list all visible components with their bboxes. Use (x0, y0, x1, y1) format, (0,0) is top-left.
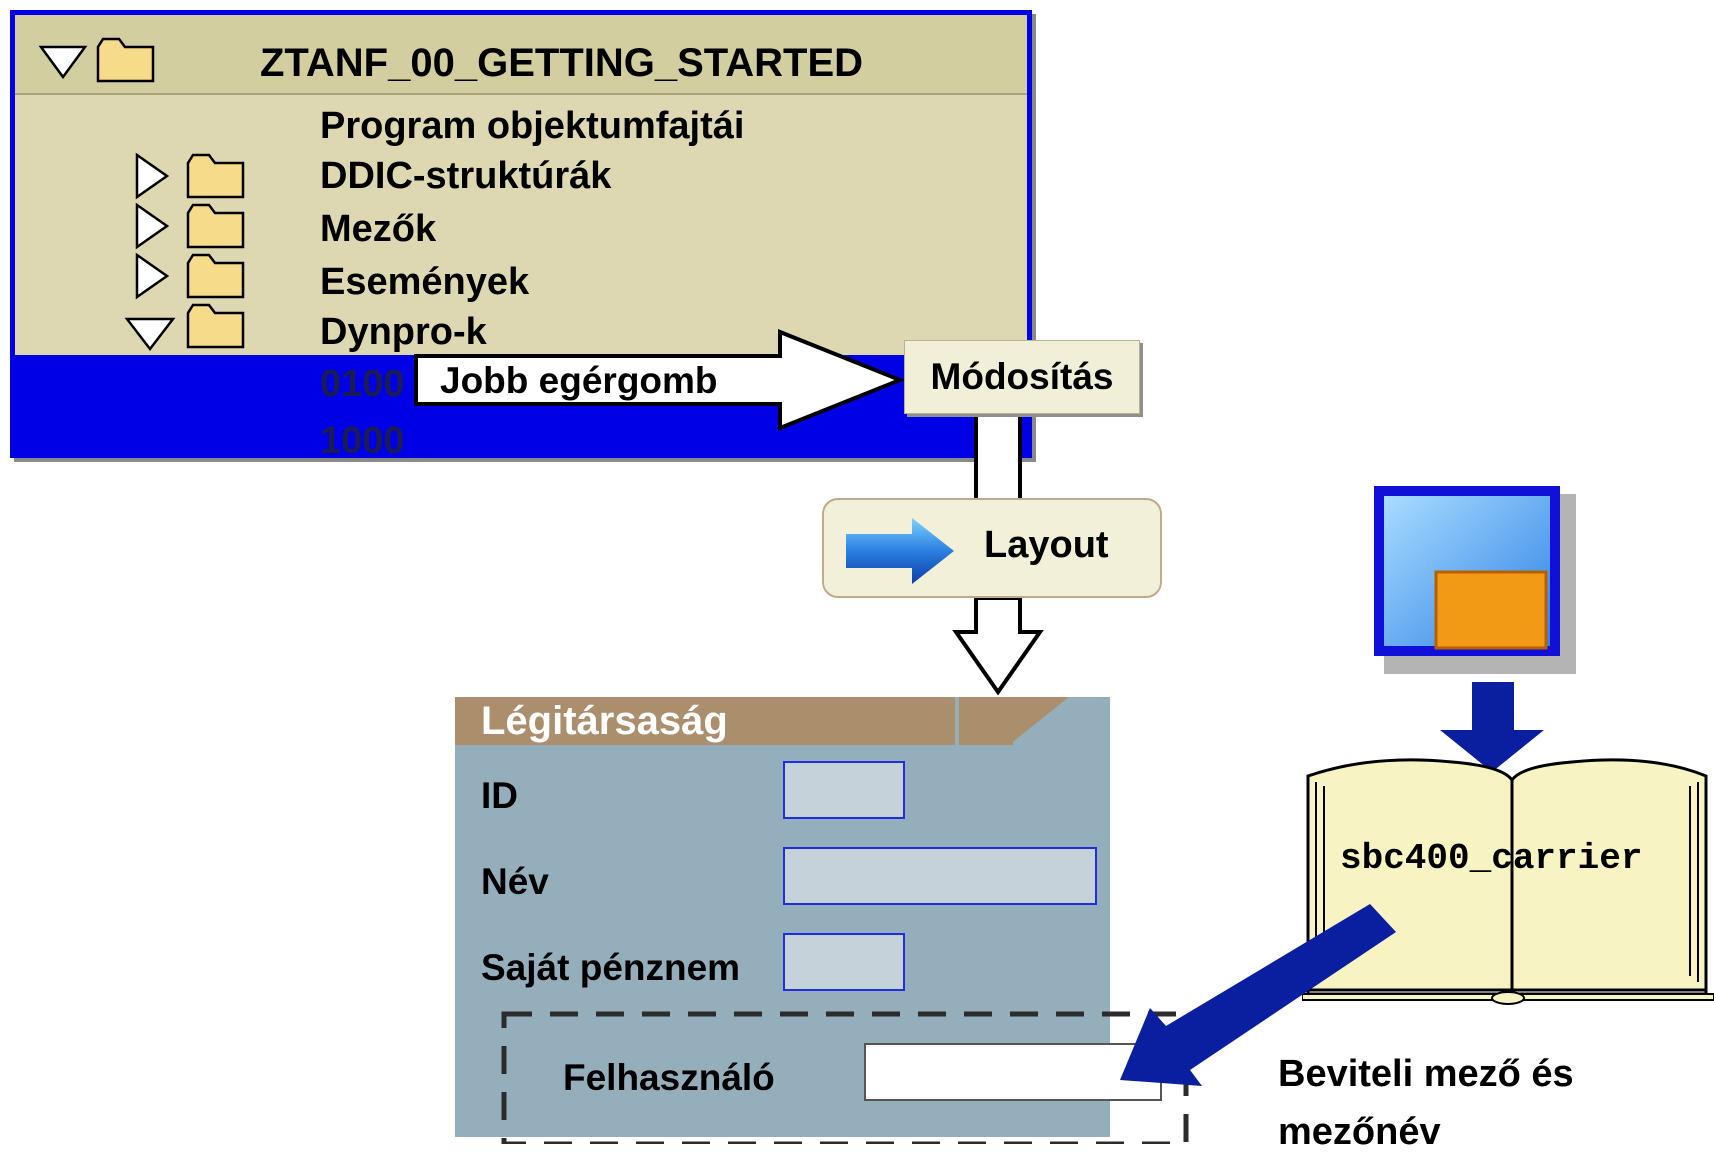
change-menu-item[interactable]: Módosítás (904, 340, 1140, 414)
expand-arrow-icon[interactable] (133, 201, 173, 251)
tree-header: ZTANF_00_GETTING_STARTED (15, 15, 1027, 95)
name-input[interactable] (783, 847, 1097, 905)
expand-arrow-icon[interactable] (37, 43, 89, 83)
dictionary-structure-name: sbc400_carrier (1340, 838, 1643, 879)
title-bar-corner (1009, 697, 1069, 745)
field-label-id: ID (481, 775, 518, 816)
currency-input[interactable] (783, 933, 905, 991)
tree-item-ddic-structures[interactable]: DDIC-struktúrák (320, 155, 612, 197)
folder-icon (186, 203, 245, 249)
new-input-field[interactable] (864, 1043, 1162, 1101)
folder-icon (186, 253, 245, 299)
down-arrow-to-book-icon (1440, 682, 1544, 772)
layout-button-label: Layout (984, 524, 1109, 566)
folder-icon (96, 37, 155, 83)
change-menu-item-label: Módosítás (930, 356, 1114, 397)
right-click-hint: Jobb egérgomb (440, 360, 718, 401)
expand-arrow-icon[interactable] (133, 151, 173, 201)
diagonal-arrow-icon (1120, 904, 1396, 1086)
dictionary-book-icon (1302, 758, 1714, 1005)
collapse-arrow-icon[interactable] (123, 315, 179, 355)
layout-button[interactable]: Layout (822, 498, 1162, 598)
form-title: Légitársaság (481, 699, 728, 743)
new-field-label: Felhasználó (563, 1057, 775, 1098)
id-input[interactable] (783, 761, 905, 819)
form-title-bar: Légitársaság (455, 697, 1013, 745)
tree-item-dynpros[interactable]: Dynpro-k (320, 311, 487, 353)
tree-item-program-object-types[interactable]: Program objektumfajtái (320, 105, 745, 147)
field-label-name: Név (481, 861, 549, 902)
dynpro-1000[interactable]: 1000 (320, 420, 405, 458)
expand-arrow-icon[interactable] (133, 251, 173, 301)
down-arrow-to-screen-icon (952, 596, 1044, 696)
title-bar-divider (955, 697, 959, 745)
dictionary-window-icon (1374, 486, 1576, 674)
tree-item-fields[interactable]: Mezők (320, 208, 437, 250)
arrow-right-icon (846, 518, 954, 584)
folder-icon (186, 153, 245, 199)
dynpro-0100[interactable]: 0100 (320, 363, 405, 405)
tree-item-events[interactable]: Események (320, 261, 530, 303)
tree-root-title[interactable]: ZTANF_00_GETTING_STARTED (260, 41, 864, 85)
right-click-arrow-icon (414, 329, 906, 431)
field-label-currency: Saját pénznem (481, 947, 741, 988)
folder-icon (186, 303, 245, 349)
